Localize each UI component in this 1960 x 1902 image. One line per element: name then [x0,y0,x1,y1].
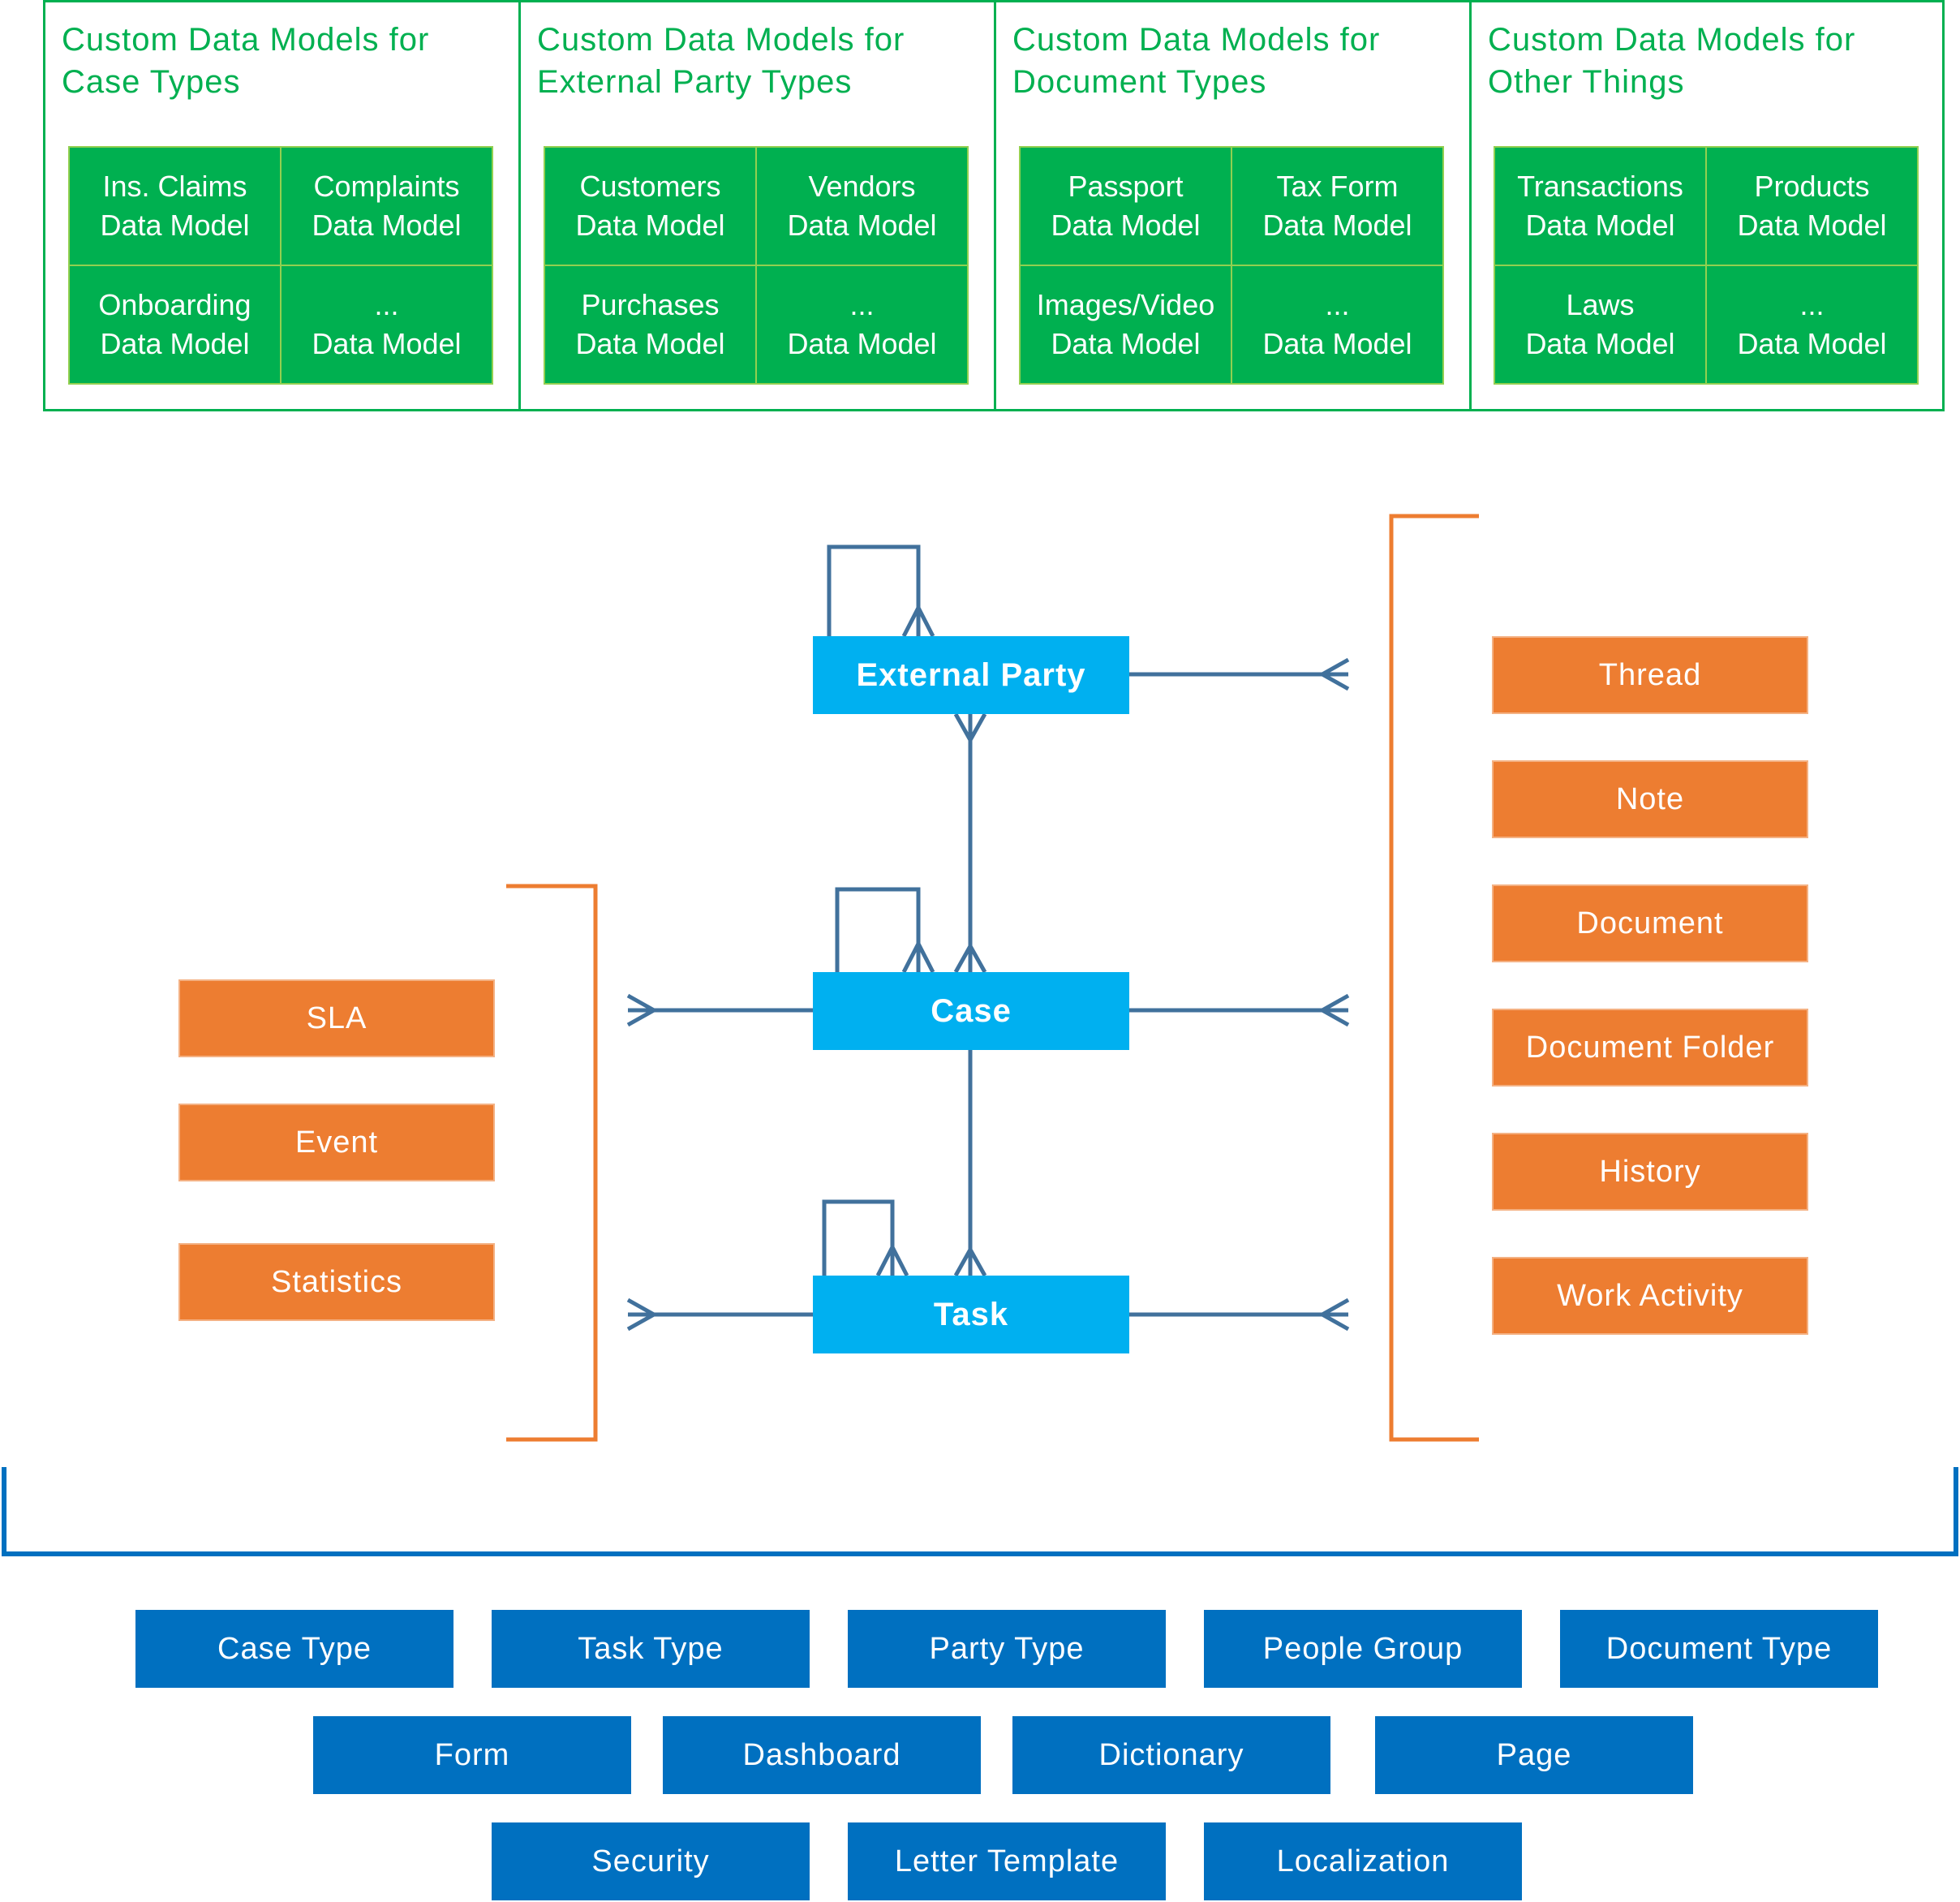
item-sla[interactable]: SLA [178,979,495,1057]
config-people-group[interactable]: People Group [1204,1610,1522,1688]
task-self-loop [822,1199,895,1276]
config-form[interactable]: Form [313,1716,631,1794]
item-document-folder[interactable]: Document Folder [1492,1009,1808,1087]
config-case-type[interactable]: Case Type [135,1610,453,1688]
entity-external-party[interactable]: External Party [813,636,1129,714]
data-model-cell[interactable]: ...Data Model [1231,265,1444,385]
item-work-activity[interactable]: Work Activity [1492,1257,1808,1335]
config-party-type[interactable]: Party Type [848,1610,1166,1688]
config-dashboard[interactable]: Dashboard [663,1716,981,1794]
config-letter-template[interactable]: Letter Template [848,1822,1166,1900]
item-document[interactable]: Document [1492,884,1808,962]
item-note[interactable]: Note [1492,760,1808,838]
crow-foot [1317,993,1350,1027]
section-other-things: Custom Data Models for Other Things [1469,0,1945,411]
crow-foot [901,939,935,974]
bottom-bracket [2,1467,1958,1556]
external-party-self-loop [827,544,921,636]
item-thread[interactable]: Thread [1492,636,1808,714]
data-model-cell[interactable]: ...Data Model [1705,265,1919,385]
config-localization[interactable]: Localization [1204,1822,1522,1900]
config-document-type[interactable]: Document Type [1560,1610,1878,1688]
entity-task[interactable]: Task [813,1276,1129,1353]
config-dictionary[interactable]: Dictionary [1012,1716,1330,1794]
crow-foot [1317,657,1350,691]
data-model-cell[interactable]: ...Data Model [280,265,493,385]
section-case-types: Custom Data Models for Case Types [43,0,521,411]
item-history[interactable]: History [1492,1133,1808,1211]
section-title: Custom Data Models for External Party Ty… [537,22,905,100]
crow-foot [626,993,659,1027]
left-bracket [506,884,598,1442]
item-event[interactable]: Event [178,1104,495,1181]
config-task-type[interactable]: Task Type [492,1610,810,1688]
item-statistics[interactable]: Statistics [178,1243,495,1321]
crow-foot [875,1242,909,1277]
crow-foot [953,941,987,974]
data-model-cell[interactable]: ...Data Model [755,265,969,385]
section-external-party-types: Custom Data Models for External Party Ty… [518,0,996,411]
crow-foot [901,603,935,638]
case-self-loop [835,887,921,972]
crow-foot [953,712,987,745]
section-document-types: Custom Data Models for Document Types [994,0,1472,411]
section-title: Custom Data Models for Document Types [1012,22,1381,100]
config-page[interactable]: Page [1375,1716,1693,1794]
crow-foot [953,1245,987,1277]
entity-case[interactable]: Case [813,972,1129,1050]
right-bracket [1389,514,1479,1442]
section-title: Custom Data Models for Other Things [1488,22,1856,100]
crow-foot [1317,1297,1350,1332]
crow-foot [626,1297,659,1332]
config-security[interactable]: Security [492,1822,810,1900]
section-title: Custom Data Models for Case Types [62,22,430,100]
